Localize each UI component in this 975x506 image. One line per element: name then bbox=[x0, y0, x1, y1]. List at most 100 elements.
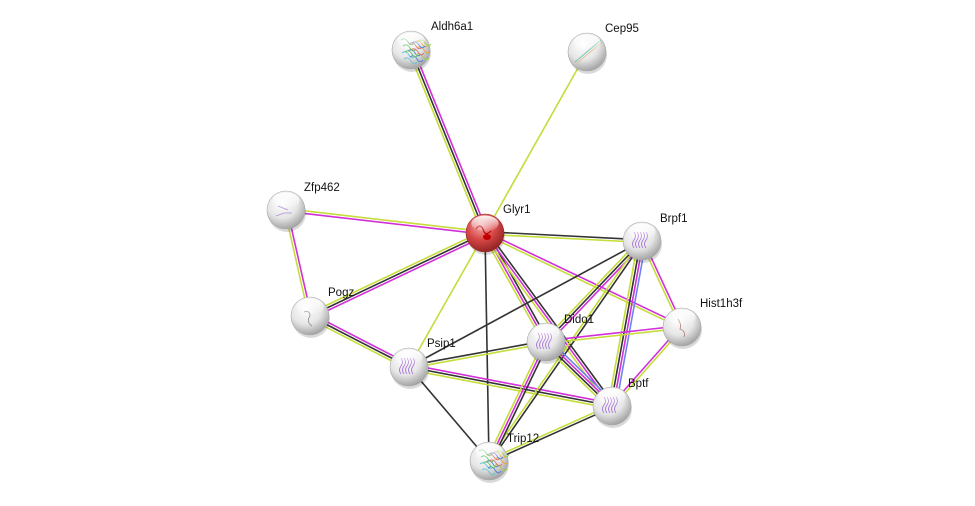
node-brpf1[interactable]: Brpf1 bbox=[622, 213, 688, 263]
edge-line-textmining bbox=[484, 51, 588, 234]
edge-line-coexpression bbox=[485, 230, 643, 241]
edge-line-coexpression bbox=[486, 230, 615, 405]
edge-psip1-brpf1[interactable] bbox=[408, 240, 643, 368]
node-highlight bbox=[475, 443, 503, 460]
node-dido1[interactable]: Dido1 bbox=[526, 314, 594, 364]
edge-line-coexpression bbox=[408, 366, 613, 407]
edge-line-experiments bbox=[285, 210, 485, 236]
edge-glyr1-cep95[interactable] bbox=[484, 51, 588, 234]
edge-line-coexpression bbox=[410, 49, 486, 234]
edge-line-coexpression bbox=[489, 406, 613, 463]
node-label: Psip1 bbox=[427, 338, 456, 350]
node-hist1h3f[interactable]: Hist1h3f bbox=[662, 298, 743, 349]
edge-psip1-dido1[interactable] bbox=[408, 339, 547, 370]
edge-line-textmining bbox=[407, 50, 484, 235]
edge-dido1-trip12[interactable] bbox=[485, 340, 550, 463]
node-highlight bbox=[296, 298, 324, 315]
edge-line-textmining bbox=[488, 404, 612, 461]
edge-line-textmining bbox=[482, 233, 545, 344]
protein-structure-icon bbox=[481, 468, 496, 476]
node-highlight bbox=[395, 349, 423, 366]
edge-psip1-trip12[interactable] bbox=[408, 366, 490, 462]
node-label: Pogz bbox=[328, 287, 354, 299]
edge-line-textmining bbox=[308, 229, 485, 315]
edge-glyr1-aldh6a1[interactable] bbox=[407, 48, 489, 235]
node-highlight bbox=[471, 215, 499, 232]
nodes-layer: Aldh6a1 Cep95Zfp462Glyr1Brpf1PogzHist1h3f… bbox=[266, 21, 743, 483]
node-label: Bptf bbox=[628, 378, 649, 390]
node-highlight bbox=[272, 192, 300, 209]
edge-line-experiments bbox=[485, 231, 683, 327]
edge-brpf1-trip12[interactable] bbox=[487, 239, 644, 463]
node-highlight bbox=[668, 309, 696, 326]
protein-structure-icon bbox=[483, 234, 491, 240]
node-psip1[interactable]: Psip1 bbox=[389, 338, 456, 389]
edge-glyr1-hist1h3f[interactable] bbox=[484, 231, 683, 329]
node-bptf[interactable]: Bptf bbox=[592, 378, 649, 428]
protein-structure-icon bbox=[416, 46, 431, 54]
edge-line-coexpression bbox=[490, 342, 550, 463]
node-label: Dido1 bbox=[564, 314, 594, 326]
protein-structure-icon bbox=[485, 460, 500, 468]
edge-line-experiments bbox=[310, 234, 487, 320]
node-aldh6a1[interactable]: Aldh6a1 bbox=[391, 21, 473, 72]
node-highlight bbox=[628, 223, 656, 240]
edge-line-coexpression bbox=[489, 241, 644, 463]
protein-structure-icon bbox=[410, 48, 425, 56]
edge-line-experiments bbox=[612, 241, 645, 407]
node-label: Brpf1 bbox=[660, 213, 688, 225]
edge-dido1-hist1h3f[interactable] bbox=[545, 324, 683, 345]
edge-line-coexpression bbox=[408, 366, 490, 462]
node-label: Cep95 bbox=[605, 23, 639, 35]
edge-glyr1-bptf[interactable] bbox=[482, 230, 615, 409]
protein-structure-icon bbox=[403, 57, 418, 65]
edge-line-textmining bbox=[408, 368, 612, 410]
edge-line-textmining bbox=[487, 239, 642, 461]
edge-line-experiments bbox=[409, 363, 613, 405]
edge-line-textmining bbox=[484, 233, 682, 329]
protein-structure-icon bbox=[494, 457, 509, 465]
node-zfp462[interactable]: Zfp462 bbox=[266, 182, 340, 232]
protein-structure-icon bbox=[479, 462, 494, 470]
edge-glyr1-brpf1[interactable] bbox=[484, 230, 643, 244]
protein-structure-icon bbox=[409, 55, 424, 63]
edge-line-textmining bbox=[543, 238, 641, 341]
node-glyr1[interactable]: Glyr1 bbox=[465, 204, 530, 255]
edge-line-coexpression bbox=[484, 232, 490, 462]
edge-line-databases bbox=[615, 241, 647, 407]
edge-bptf-trip12[interactable] bbox=[488, 404, 613, 463]
edge-glyr1-pogz[interactable] bbox=[308, 229, 487, 320]
node-highlight bbox=[573, 34, 601, 51]
node-label: Aldh6a1 bbox=[431, 21, 473, 33]
edge-glyr1-psip1[interactable] bbox=[408, 232, 486, 368]
edge-line-experiments bbox=[488, 341, 547, 462]
edge-brpf1-bptf[interactable] bbox=[607, 240, 647, 407]
node-cep95[interactable]: Cep95 bbox=[567, 23, 639, 74]
node-trip12[interactable]: Trip12 bbox=[469, 433, 539, 483]
edge-line-textmining bbox=[546, 327, 683, 345]
protein-structure-icon bbox=[493, 464, 508, 472]
node-label: Zfp462 bbox=[304, 182, 340, 194]
edge-psip1-bptf[interactable] bbox=[408, 363, 613, 410]
node-highlight bbox=[532, 324, 560, 341]
edge-line-coexpression bbox=[609, 240, 642, 406]
node-label: Hist1h3f bbox=[700, 298, 743, 310]
edge-line-textmining bbox=[485, 340, 545, 461]
node-pogz[interactable]: Pogz bbox=[290, 287, 354, 338]
edge-glyr1-zfp462[interactable] bbox=[285, 207, 486, 236]
protein-structure-icon bbox=[404, 50, 419, 58]
node-highlight bbox=[397, 32, 425, 49]
edge-line-coexpression bbox=[545, 240, 643, 343]
edge-line-textmining bbox=[286, 207, 486, 233]
protein-structure-icon bbox=[415, 53, 430, 61]
edge-line-textmining bbox=[607, 240, 639, 406]
node-highlight bbox=[598, 388, 626, 405]
edge-glyr1-trip12[interactable] bbox=[484, 232, 490, 462]
edge-line-experiments bbox=[545, 324, 682, 342]
edge-line-coexpression bbox=[408, 240, 643, 368]
node-label: Glyr1 bbox=[503, 204, 530, 216]
edge-line-coexpression bbox=[309, 232, 486, 317]
protein-structure-icon bbox=[487, 466, 502, 474]
node-label: Trip12 bbox=[507, 433, 539, 445]
